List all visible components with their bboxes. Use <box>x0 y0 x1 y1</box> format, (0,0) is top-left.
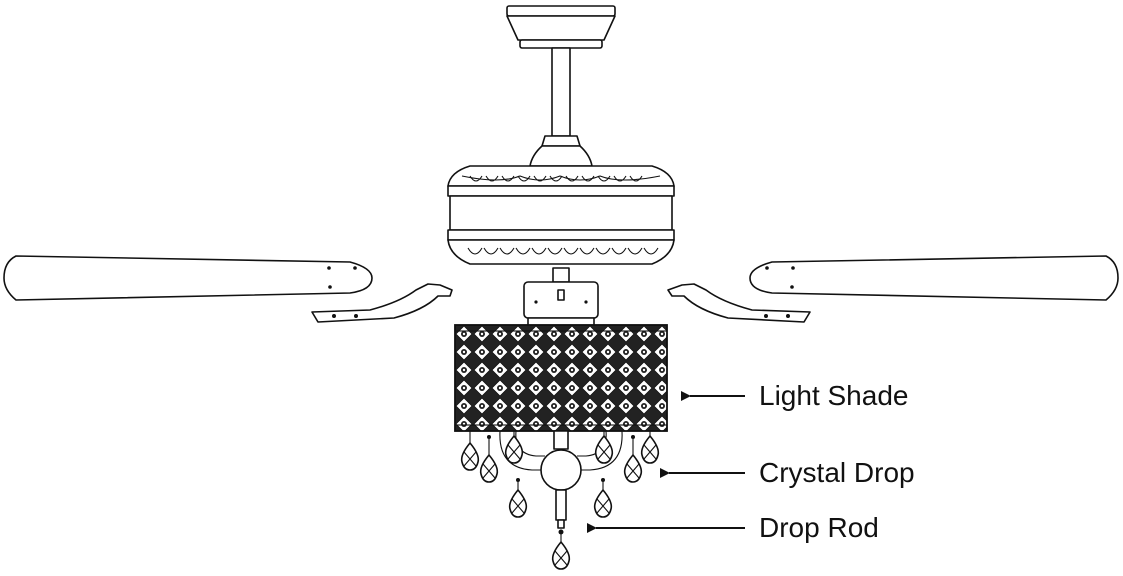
light-shade-label: Light Shade <box>759 380 909 411</box>
fan-blade-right <box>749 255 1119 301</box>
callout-arrows <box>587 391 745 533</box>
downrod <box>529 47 593 167</box>
crystal-drop <box>479 435 499 483</box>
crystal-drop <box>460 431 480 471</box>
light-kit-arms <box>499 430 623 535</box>
blade-bracket-left <box>311 283 453 323</box>
crystal-drop <box>640 431 660 464</box>
blade-bracket-right <box>667 283 811 323</box>
crystal-drop <box>594 431 614 464</box>
fan-blade-left <box>3 255 373 301</box>
ceiling-canopy <box>506 5 616 49</box>
drop-rod-label: Drop Rod <box>759 512 879 543</box>
switch-housing <box>523 267 599 327</box>
crystal-drop-label: Crystal Drop <box>759 457 915 488</box>
crystal-drops <box>460 431 660 570</box>
crystal-drop <box>593 478 613 518</box>
crystal-drop <box>623 435 643 483</box>
crystal-drop <box>508 478 528 518</box>
light-shade-drawing <box>454 324 668 432</box>
motor-housing <box>447 165 675 265</box>
crystal-drop <box>504 431 524 464</box>
crystal-drop <box>551 534 571 570</box>
